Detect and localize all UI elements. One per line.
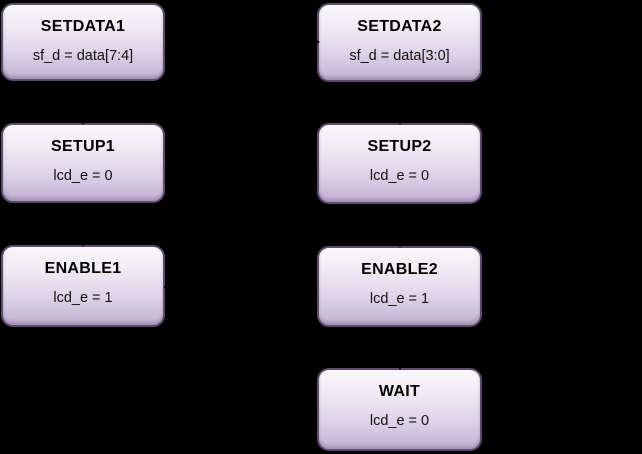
state-node-setdata2: SETDATA2 sf_d = data[3:0]	[317, 3, 482, 82]
state-action: lcd_e = 0	[369, 412, 430, 429]
state-node-setdata1: SETDATA1 sf_d = data[7:4]	[1, 3, 165, 81]
state-action: sf_d = data[7:4]	[32, 47, 134, 64]
state-action: sf_d = data[3:0]	[349, 47, 450, 64]
transition-arrow-enable1-setdata2	[164, 34, 320, 288]
state-action: lcd_e = 1	[369, 290, 430, 307]
state-title: SETDATA1	[40, 18, 126, 35]
state-title: SETDATA2	[357, 18, 442, 35]
state-title: WAIT	[378, 383, 421, 400]
state-title: SETUP2	[367, 138, 432, 155]
state-title: ENABLE1	[44, 260, 122, 277]
state-node-setup2: SETUP2 lcd_e = 0	[317, 123, 482, 204]
state-node-enable2: ENABLE2 lcd_e = 1	[317, 246, 482, 327]
state-node-enable1: ENABLE1 lcd_e = 1	[1, 245, 165, 327]
state-action: lcd_e = 0	[53, 167, 113, 184]
state-action: lcd_e = 0	[369, 167, 430, 184]
state-node-wait: WAIT lcd_e = 0	[317, 368, 482, 451]
state-node-setup1: SETUP1 lcd_e = 0	[1, 123, 165, 203]
state-title: ENABLE2	[361, 261, 438, 278]
state-title: SETUP1	[50, 138, 116, 155]
state-action: lcd_e = 1	[53, 289, 113, 306]
